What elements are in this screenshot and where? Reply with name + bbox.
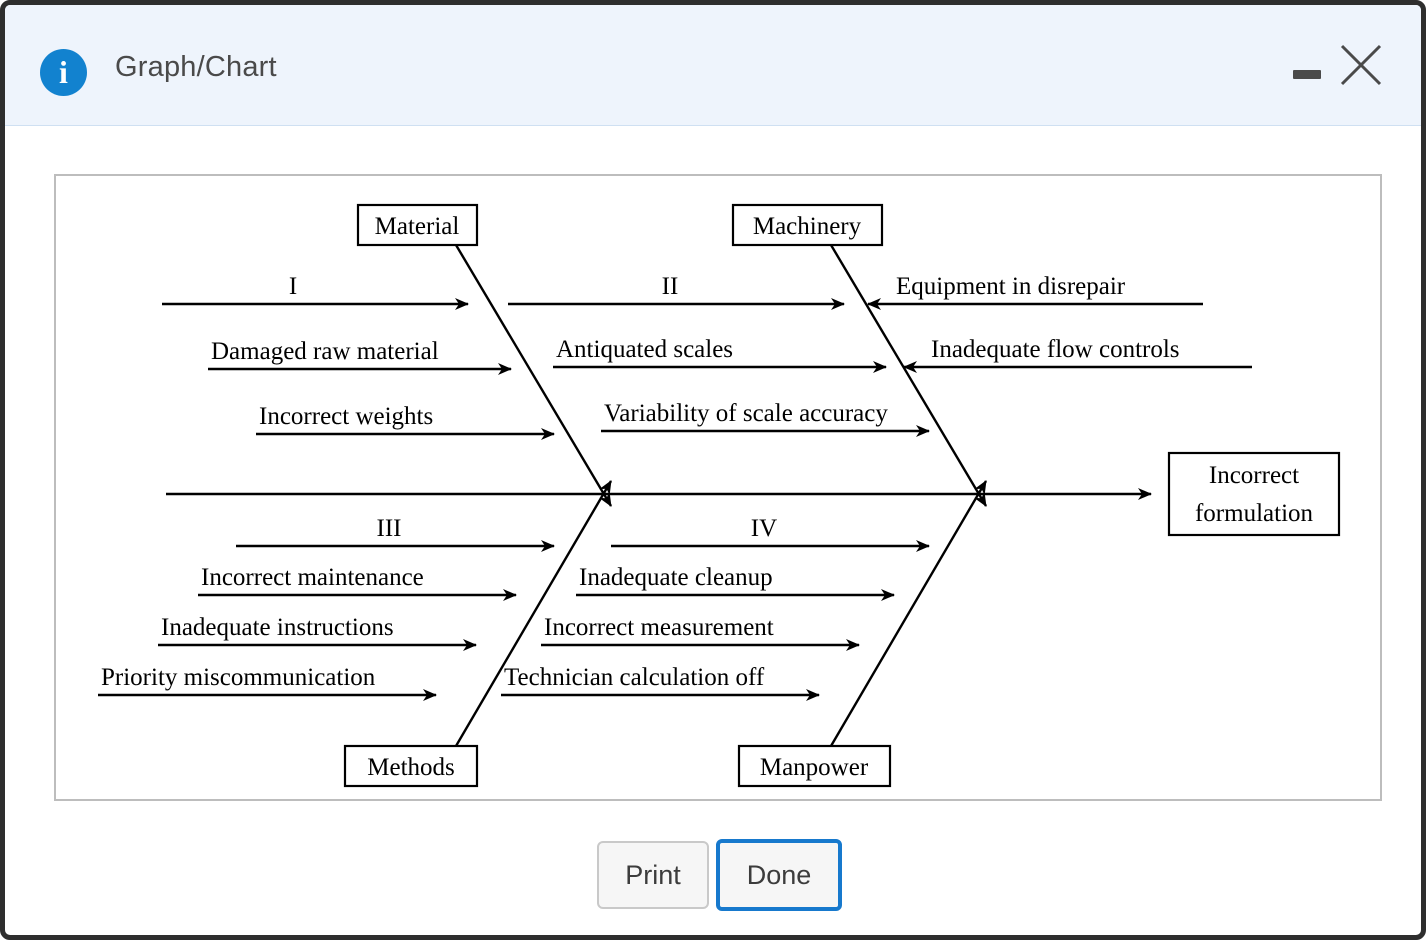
dialog-titlebar: i Graph/Chart xyxy=(5,5,1421,126)
effect-label-line2: formulation xyxy=(1195,500,1314,527)
cause-label-tm-2: Antiquated scales xyxy=(556,336,733,363)
cause-material-1: I xyxy=(162,273,469,310)
cause-label-tr-1: Equipment in disrepair xyxy=(896,273,1126,300)
category-label-machinery: Machinery xyxy=(753,213,862,240)
cause-label-tm-3: Variability of scale accuracy xyxy=(604,400,888,427)
cause-label-tl-3: Incorrect weights xyxy=(259,403,433,430)
cause-machinery-1: II xyxy=(508,273,845,310)
cause-label-bl-1: III xyxy=(377,515,402,542)
cause-methods-1: III xyxy=(236,515,555,552)
close-icon xyxy=(1340,44,1382,86)
cause-material-2: Damaged raw material xyxy=(208,338,512,375)
cause-label-tl-1: I xyxy=(289,273,297,300)
spine-material xyxy=(454,244,613,507)
category-box-methods[interactable]: Methods xyxy=(343,744,479,788)
category-label-manpower: Manpower xyxy=(760,754,869,781)
close-button[interactable] xyxy=(1334,38,1388,92)
cause-methods-2: Incorrect maintenance xyxy=(198,564,517,601)
cause-label-bm-1: IV xyxy=(751,515,777,542)
cause-label-bm-2: Inadequate cleanup xyxy=(579,564,773,591)
minimize-icon xyxy=(1293,70,1321,79)
cause-methods-4: Priority miscommunication xyxy=(98,664,437,701)
category-label-methods: Methods xyxy=(367,754,455,781)
fishbone-diagram: Material Machinery Methods Manpower Inco… xyxy=(98,203,1341,788)
cause-label-bm-3: Incorrect measurement xyxy=(544,614,774,641)
category-label-material: Material xyxy=(375,213,460,240)
diagram-panel: Material Machinery Methods Manpower Inco… xyxy=(54,174,1382,801)
cause-label-bl-2: Incorrect maintenance xyxy=(201,564,424,591)
effect-box[interactable]: Incorrect formulation xyxy=(1167,451,1341,537)
cause-manpower-2: Inadequate cleanup xyxy=(576,564,895,601)
info-icon: i xyxy=(40,49,87,96)
cause-label-tr-2: Inadequate flow controls xyxy=(931,336,1180,363)
cause-label-bl-3: Inadequate instructions xyxy=(161,614,394,641)
dialog-footer: Print Done xyxy=(5,825,1421,935)
spine-manpower xyxy=(829,480,988,747)
effect-label-line1: Incorrect xyxy=(1209,462,1299,489)
cause-label-tl-2: Damaged raw material xyxy=(211,338,439,365)
print-button[interactable]: Print xyxy=(597,841,709,909)
cause-manpower-1: IV xyxy=(611,515,930,552)
cause-machinery-3: Variability of scale accuracy xyxy=(601,400,930,437)
cause-label-bl-4: Priority miscommunication xyxy=(101,664,376,691)
cause-machinery-right-1: Equipment in disrepair xyxy=(867,273,1203,310)
spine-methods xyxy=(454,480,613,747)
dialog-title: Graph/Chart xyxy=(115,51,277,83)
minimize-button[interactable] xyxy=(1291,57,1325,91)
spine-machinery xyxy=(829,244,988,507)
done-button[interactable]: Done xyxy=(716,839,842,911)
cause-manpower-3: Incorrect measurement xyxy=(541,614,860,651)
cause-methods-3: Inadequate instructions xyxy=(158,614,477,651)
category-box-machinery[interactable]: Machinery xyxy=(731,203,884,247)
cause-machinery-right-2: Inadequate flow controls xyxy=(903,336,1252,373)
category-box-material[interactable]: Material xyxy=(356,203,479,247)
cause-machinery-2: Antiquated scales xyxy=(553,336,887,373)
cause-label-bm-4: Technician calculation off xyxy=(504,664,765,691)
cause-material-3: Incorrect weights xyxy=(256,403,555,440)
category-box-manpower[interactable]: Manpower xyxy=(737,744,892,788)
cause-label-tm-1: II xyxy=(662,273,679,300)
cause-manpower-4: Technician calculation off xyxy=(501,664,820,701)
